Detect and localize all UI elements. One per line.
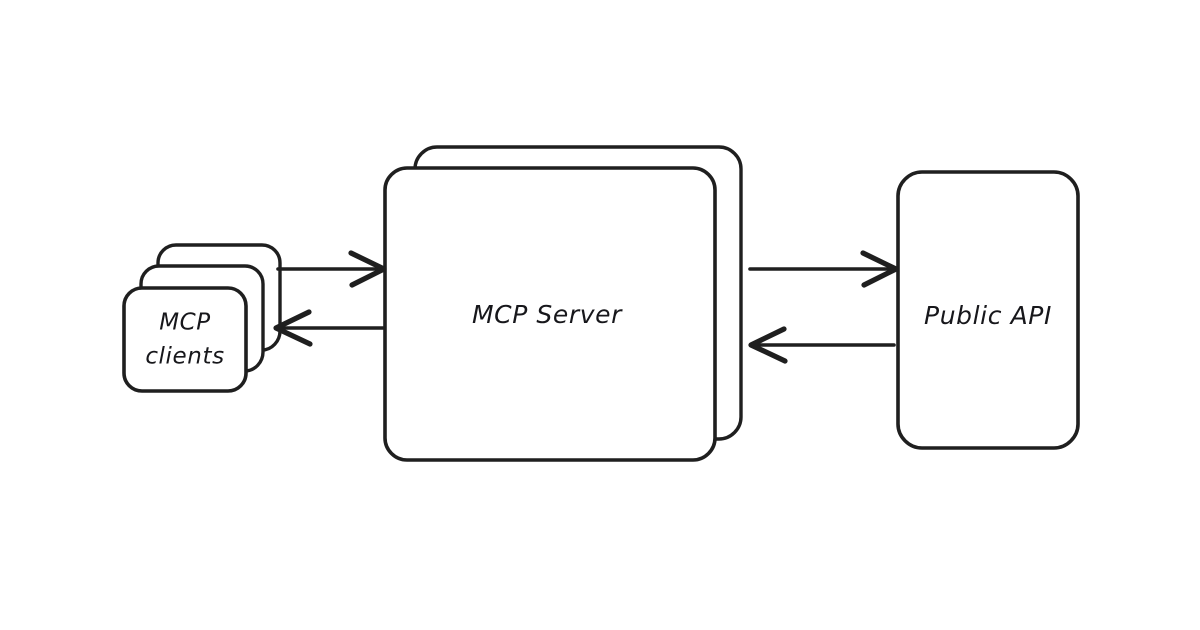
node-mcp-server[interactable]: MCP Server <box>383 145 743 462</box>
mcp-clients-label-line-2: clients <box>145 344 224 370</box>
public-api-label: Public API <box>924 301 1052 330</box>
mcp-server-card-front <box>383 166 717 462</box>
mcp-server-label: MCP Server <box>472 300 623 329</box>
edge-api-to-server[interactable] <box>748 326 896 364</box>
mcp-clients-card-front <box>122 286 248 393</box>
edge-server-to-clients-arrowhead <box>273 309 313 347</box>
edge-server-to-api[interactable] <box>748 250 899 288</box>
public-api-card <box>896 170 1080 450</box>
node-public-api[interactable]: Public API <box>896 170 1080 450</box>
edge-api-to-server-arrowhead <box>748 326 788 364</box>
mcp-clients-label-line-1: MCP <box>159 310 211 336</box>
edge-server-to-clients[interactable] <box>273 309 385 347</box>
node-mcp-clients[interactable]: MCP clients <box>122 243 282 393</box>
edge-clients-to-server[interactable] <box>276 250 387 288</box>
edge-clients-to-server-arrowhead <box>348 250 387 288</box>
edge-server-to-api-arrowhead <box>860 250 899 288</box>
